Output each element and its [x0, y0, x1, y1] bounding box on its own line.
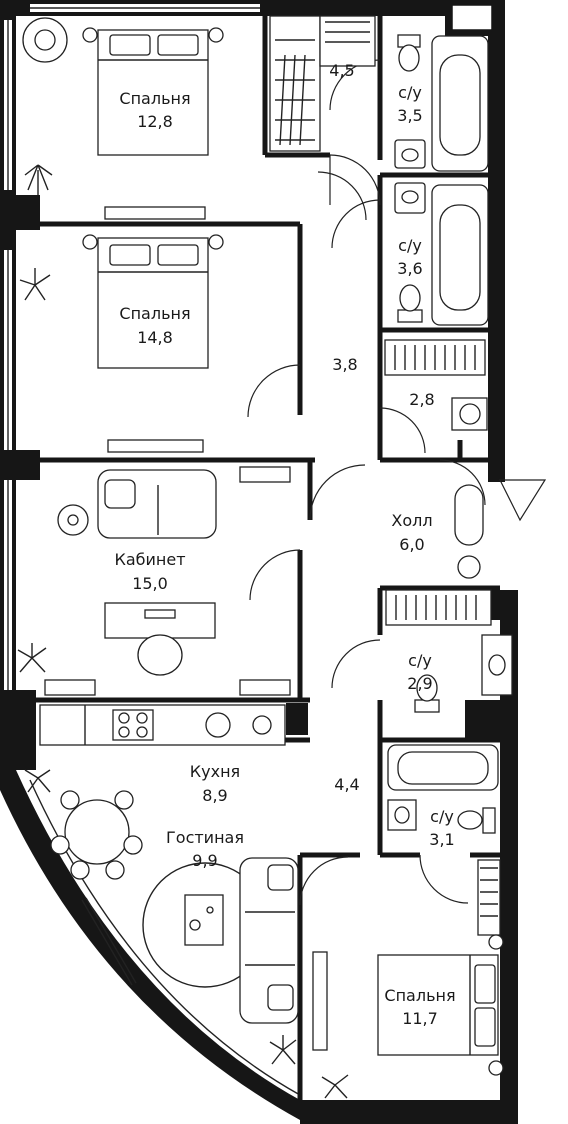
room-name-living: Гостиная [166, 828, 244, 847]
room-area-study: 15,0 [132, 574, 168, 593]
toilet-icon [397, 284, 423, 323]
tv-stand [104, 206, 206, 220]
radiator [239, 679, 291, 696]
room-area-bedroom2: 14,8 [137, 328, 173, 347]
tv-stand [107, 439, 204, 453]
room-area-bedroom3: 11,7 [402, 1009, 438, 1028]
room-area-kitchen: 8,9 [202, 786, 227, 805]
rug [142, 862, 268, 988]
room-area-bath3: 2,9 [407, 674, 432, 693]
room-area-bath2: 3,6 [397, 259, 422, 278]
bathtub-icon [387, 744, 499, 791]
radiator [44, 679, 96, 696]
room-name-bath4: с/у [430, 807, 454, 826]
wardrobe-icon [384, 339, 486, 376]
plant-icon [17, 643, 47, 673]
stove-icon [39, 704, 286, 746]
sink-icon [481, 634, 513, 696]
washing-machine-icon [451, 397, 488, 431]
radiator [239, 466, 291, 483]
wardrobe-icon [269, 15, 376, 152]
bathtub-icon [431, 35, 489, 172]
room-area-storage: 2,8 [409, 390, 434, 409]
room-labels: Спальня 12,8 4,5 с/у 3,5 с/у 3,6 Спальня… [114, 61, 455, 1028]
room-area-corridor: 3,8 [332, 355, 357, 374]
room-area-bedroom1: 12,8 [137, 112, 173, 131]
bed-icon [377, 934, 504, 1076]
interior-walls [0, 12, 503, 1100]
plant-icon [269, 1035, 297, 1065]
plant-icon [24, 769, 51, 793]
room-name-bath1: с/у [398, 83, 422, 102]
armchair-icon [22, 17, 68, 63]
side-table-icon [57, 504, 89, 536]
room-name-bedroom1: Спальня [119, 89, 190, 108]
room-name-bath2: с/у [398, 236, 422, 255]
room-name-bath3: с/у [408, 651, 432, 670]
wardrobe-icon [385, 589, 492, 626]
room-area-wardrobe1: 4,5 [329, 61, 354, 80]
dining-table-icon [50, 790, 143, 880]
room-area-hall: 6,0 [399, 535, 424, 554]
bed-icon [82, 234, 224, 369]
sofa-icon [239, 857, 299, 1024]
toilet-icon [414, 674, 440, 713]
toilet-icon [397, 34, 421, 72]
desk-icon [104, 602, 216, 676]
room-name-bedroom3: Спальня [384, 986, 455, 1005]
room-name-bedroom2: Спальня [119, 304, 190, 323]
sink-icon [394, 139, 426, 169]
plant-icon [24, 164, 53, 195]
plant-icon [19, 268, 51, 301]
furniture [17, 15, 513, 1099]
tv-stand [312, 951, 328, 1051]
room-area-bath4: 3,1 [429, 830, 454, 849]
room-name-hall: Холл [391, 511, 432, 530]
exterior-walls [0, 0, 518, 1124]
room-name-study: Кабинет [114, 550, 185, 569]
bed-icon [82, 27, 224, 156]
tv-wall [81, 899, 133, 986]
room-area-living: 9,9 [192, 851, 217, 870]
toilet-icon [457, 807, 496, 834]
sink-icon [387, 799, 417, 831]
room-area-bath1: 3,5 [397, 106, 422, 125]
hall-ottoman [454, 484, 484, 579]
wardrobe-icon [477, 859, 501, 936]
sink-icon [394, 182, 426, 214]
room-name-kitchen: Кухня [190, 762, 240, 781]
room-area-corridor2: 4,4 [334, 775, 359, 794]
sofa-icon [97, 469, 217, 539]
bathtub-icon [431, 184, 489, 326]
plant-icon [321, 1074, 349, 1099]
